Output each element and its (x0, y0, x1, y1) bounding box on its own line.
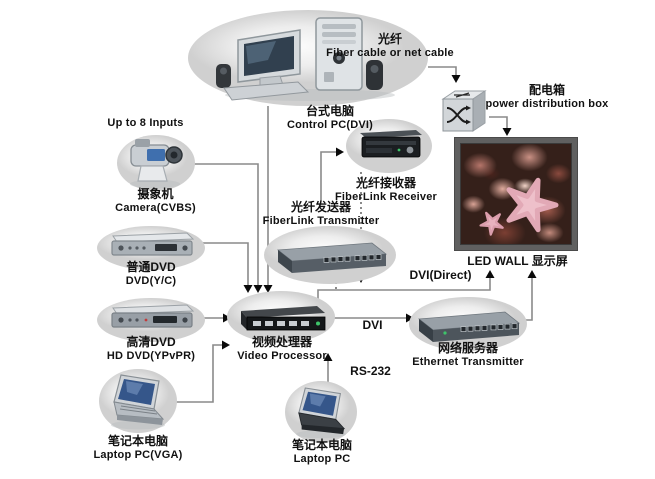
laptop-rs232-label: 笔记本电脑 Laptop PC (282, 438, 362, 465)
fiber-cable-label-cn: 光纤 (377, 32, 402, 46)
fiber-rx-label: 光纤接收器 FiberLink Receiver (330, 176, 442, 203)
starfish-image (479, 177, 559, 236)
led-wall-label-text: LED WALL 显示屏 (467, 254, 568, 268)
dvd-player-image (111, 232, 195, 256)
fiber-tx-node (264, 226, 396, 284)
power-box-label-cn: 配电箱 (528, 83, 565, 97)
hd-dvd-label-cn: 高清DVD (126, 335, 176, 349)
control-pc-label-en: Control PC(DVI) (286, 118, 374, 131)
control-pc-node (188, 10, 428, 106)
laptop-vga-label-en: Laptop PC(VGA) (93, 448, 183, 461)
dvi-label: DVI (345, 316, 400, 334)
inputs-note-label: Up to 8 Inputs (88, 117, 203, 130)
rs232-label-text: RS-232 (350, 364, 391, 378)
hd-dvd-player-image (111, 304, 195, 328)
dvi-direct-label-text: DVI(Direct) (409, 268, 472, 282)
hd-dvd-label-en: HD DVD(YPvPR) (106, 349, 196, 362)
laptop-image (111, 374, 165, 430)
led-wall-label: LED WALL 显示屏 (450, 252, 585, 270)
dvd-label-en: DVD(Y/C) (125, 274, 177, 287)
dvi-direct-label: DVI(Direct) (398, 266, 483, 284)
video-processor-label: 视频处理器 Video Processor (227, 335, 337, 362)
fiberlink-transmitter-image (276, 242, 388, 273)
ethernet-tx-label-cn: 网络服务器 (437, 341, 498, 355)
laptop-vga-node (99, 369, 177, 433)
ethernet-transmitter-image (417, 311, 521, 342)
control-pc-label-cn: 台式电脑 (305, 104, 354, 118)
laptop-rs232-node (285, 381, 357, 443)
fiber-tx-label-cn: 光纤发送器 (290, 200, 351, 214)
laptop-rs232-label-cn: 笔记本电脑 (291, 438, 352, 452)
hd-dvd-node (97, 298, 205, 342)
inputs-note-text: Up to 8 Inputs (107, 117, 184, 129)
led-wall-screen (455, 138, 577, 250)
connector-fibertx-to-fiberrx (320, 151, 336, 201)
rs232-label: RS-232 (338, 362, 403, 380)
connector-dvd-to-processor (203, 242, 249, 285)
ethernet-tx-node (409, 297, 527, 351)
control-pc-label: 台式电脑 Control PC(DVI) (250, 104, 410, 131)
ethernet-tx-label: 网络服务器 Ethernet Transmitter (406, 341, 530, 368)
video-processor-image (241, 306, 326, 331)
desktop-computer-image (216, 17, 395, 101)
connector-laptopvga-to-processor (175, 344, 222, 403)
video-processor-node (227, 291, 335, 343)
camera-label-cn: 摄象机 (137, 187, 174, 201)
fiber-rx-label-cn: 光纤接收器 (355, 176, 416, 190)
connector-fibercable-to-powerbox (428, 66, 457, 75)
power-box-label: 配电箱 power distribution box (482, 83, 612, 110)
dvd-label: 普通DVD DVD(Y/C) (98, 260, 204, 287)
hd-dvd-label: 高清DVD HD DVD(YPvPR) (92, 335, 210, 362)
fiber-tx-label-en: FiberLink Transmitter (262, 214, 380, 227)
laptop-vga-label: 笔记本电脑 Laptop PC(VGA) (83, 434, 193, 461)
fiber-rx-node (346, 119, 432, 173)
fiber-cable-label: 光纤 Fiber cable or net cable (325, 32, 455, 59)
laptop-vga-label-cn: 笔记本电脑 (107, 434, 168, 448)
laptop-rs232-label-en: Laptop PC (293, 452, 351, 465)
camera-label-en: Camera(CVBS) (115, 201, 196, 214)
fiber-tx-label: 光纤发送器 FiberLink Transmitter (255, 200, 387, 227)
fiber-cable-label-en: Fiber cable or net cable (326, 46, 454, 59)
dvd-label-cn: 普通DVD (126, 260, 176, 274)
video-processor-label-cn: 视频处理器 (251, 335, 312, 349)
video-processor-label-en: Video Processor (237, 349, 327, 362)
camcorder-image (130, 139, 183, 189)
laptop-image (296, 387, 346, 439)
dvd-node (97, 226, 205, 270)
ethernet-tx-label-en: Ethernet Transmitter (412, 355, 524, 368)
connector-camera-to-processor (192, 163, 259, 285)
power-box-label-en: power distribution box (485, 97, 609, 110)
camera-label: 摄象机 Camera(CVBS) (98, 187, 213, 214)
connector-powerbox-to-ledwall (489, 116, 508, 128)
power-box-node (436, 84, 490, 138)
fiberlink-receiver-image (360, 130, 422, 158)
camera-node (117, 135, 195, 191)
power-distribution-box-image (441, 90, 487, 132)
dvi-label-text: DVI (362, 318, 383, 332)
fiber-rx-label-en: FiberLink Receiver (334, 190, 438, 203)
